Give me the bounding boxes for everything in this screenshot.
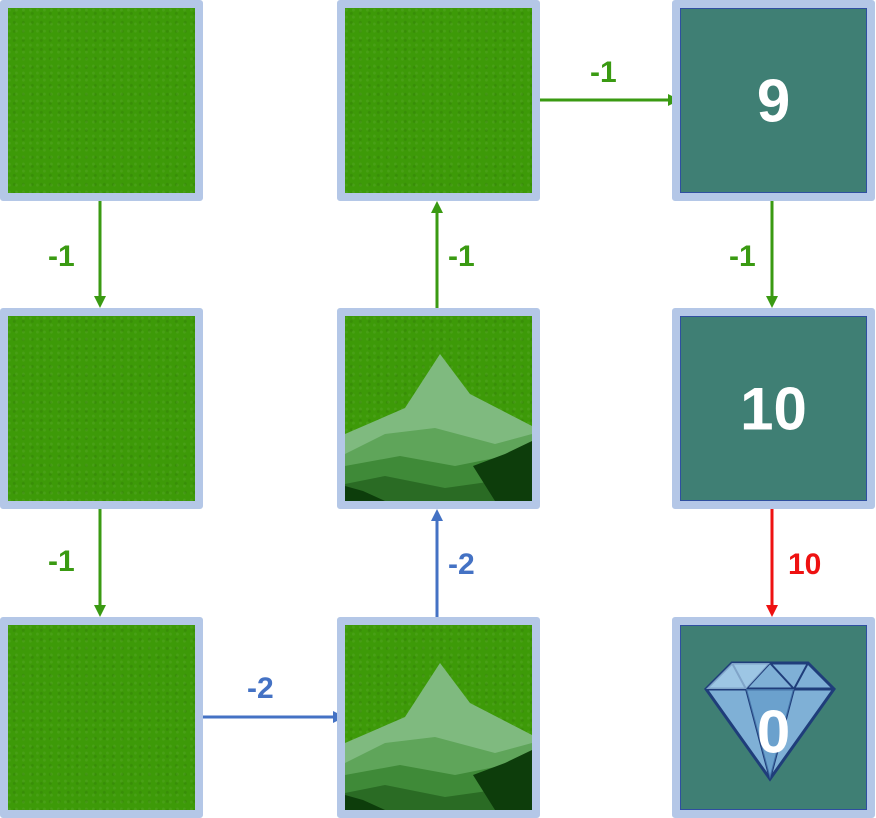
edge-label: -1 — [48, 545, 75, 578]
tile-value: 10 — [740, 375, 807, 442]
edge-arrowhead — [766, 296, 778, 308]
edge-label: -2 — [247, 672, 274, 705]
tile-value: 9 — [756, 67, 791, 134]
edge-arrow-r1c0-r2c0 — [94, 509, 106, 617]
tile-r1c0-grass — [0, 308, 203, 509]
edge-label: -2 — [448, 548, 475, 581]
edge-arrow-r2c1-r1c1 — [431, 509, 443, 617]
edge-label: -1 — [590, 56, 617, 89]
edge-arrow-r0c1-r0c2 — [537, 94, 680, 106]
edge-label: -1 — [448, 240, 475, 273]
edge-arrow-r1c1-r0c1 — [431, 201, 443, 308]
tile-r2c1-mountain — [337, 617, 540, 818]
edge-label: 10 — [788, 548, 822, 581]
tile-r1c1-mountain — [337, 308, 540, 509]
tile-r0c1-grass — [337, 0, 540, 201]
edge-arrowhead — [431, 509, 443, 521]
edge-arrow-r0c0-r1c0 — [94, 201, 106, 308]
mountain-icon — [345, 354, 532, 501]
tile-r2c2-goal: 0 — [672, 617, 875, 818]
edge-arrowhead — [431, 201, 443, 213]
diamond-icon — [704, 661, 836, 782]
edge-arrow-r0c2-r1c2 — [766, 201, 778, 308]
tile-value: 0 — [756, 698, 791, 766]
edge-arrowhead — [94, 296, 106, 308]
edge-label: -1 — [729, 240, 756, 273]
tile-r0c2-water: 9 — [672, 0, 875, 201]
edge-arrow-r1c2-r2c2 — [766, 509, 778, 617]
tile-r0c0-grass — [0, 0, 203, 201]
mountain-icon — [345, 663, 532, 810]
edge-arrow-r2c0-r2c1 — [200, 711, 345, 723]
edge-arrowhead — [766, 605, 778, 617]
edge-arrowhead — [94, 605, 106, 617]
tile-r2c0-grass — [0, 617, 203, 818]
edge-label: -1 — [48, 240, 75, 273]
tile-r1c2-water: 10 — [672, 308, 875, 509]
